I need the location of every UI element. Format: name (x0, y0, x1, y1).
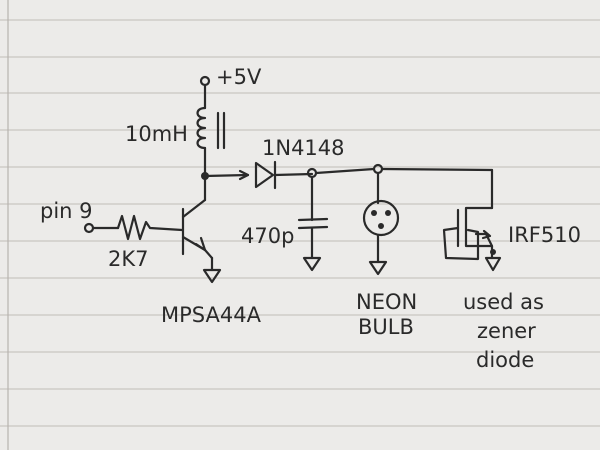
schematic (83, 75, 502, 284)
resistor-zigzag (116, 214, 184, 241)
mosfet-label: IRF510 (508, 223, 581, 247)
supply-terminal (199, 75, 211, 87)
inductor-coil (196, 106, 207, 150)
ground-transistor (202, 268, 222, 284)
ground-capacitor (302, 256, 322, 272)
neon-electrode-1 (371, 210, 377, 216)
capacitor-plate-bottom (297, 225, 329, 230)
note-line1: used as (463, 290, 544, 314)
mosfet-body (464, 206, 494, 260)
supply-label: +5V (216, 65, 262, 89)
labels: +5V 10mH 1N4148 pin 9 2K7 470p IRF510 MP… (40, 65, 581, 372)
node-neon (372, 163, 384, 175)
diode-symbol (254, 161, 275, 189)
neon-electrode-3 (378, 223, 384, 229)
ground-mosfet (484, 256, 502, 272)
neon-electrode-2 (385, 210, 391, 216)
resistor-label: 2K7 (108, 247, 149, 271)
note-line2: zener (477, 319, 536, 343)
diode-label: 1N4148 (262, 136, 345, 160)
transistor-label: MPSA44A (161, 303, 262, 327)
input-pin-label: pin 9 (40, 199, 93, 223)
capacitor-label: 470p (241, 224, 294, 248)
input-terminal (83, 222, 95, 234)
note-line3: diode (476, 348, 534, 372)
capacitor-plate-top (297, 217, 329, 222)
neon-bulb-envelope (362, 199, 400, 237)
neon-label-line2: BULB (358, 315, 414, 339)
inductor-label: 10mH (125, 122, 188, 146)
neon-label-line1: NEON (356, 290, 417, 314)
ground-neon (368, 260, 388, 276)
